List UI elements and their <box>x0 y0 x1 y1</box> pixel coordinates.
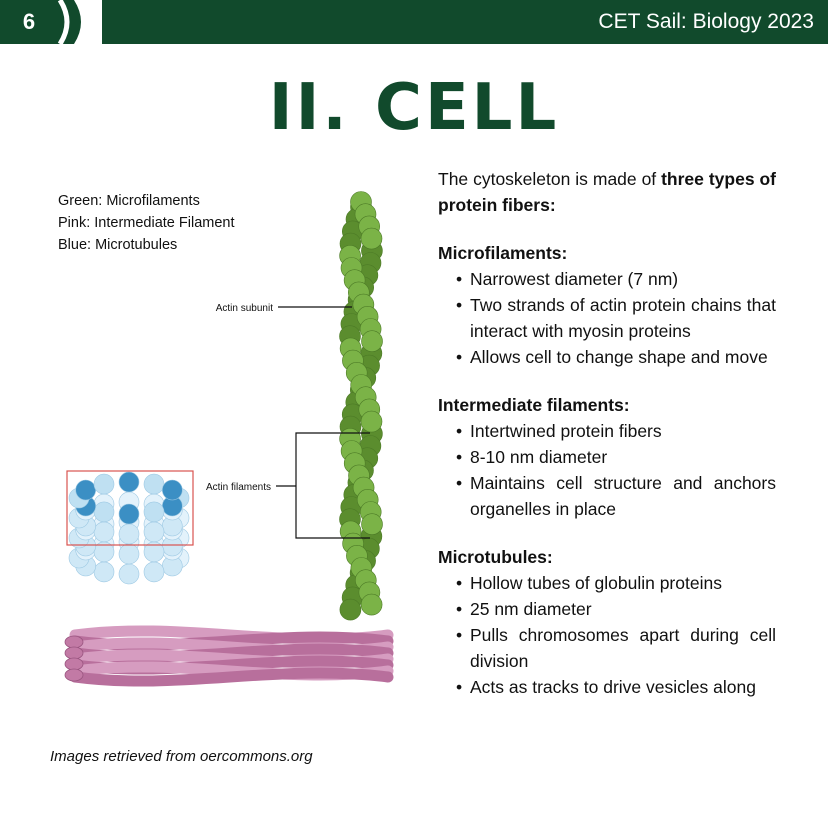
intro-text: The cytoskeleton is made of <box>438 169 662 189</box>
actin-subunit-callout: Actin subunit <box>216 303 352 314</box>
actin-subunit-bead <box>360 227 383 250</box>
list-item: Allows cell to change shape and move <box>438 344 776 370</box>
fiber-end-cap <box>64 635 84 649</box>
tubulin-subunit <box>93 561 115 583</box>
header-title: CET Sail: Biology 2023 <box>598 10 814 33</box>
cytoskeleton-diagram: Actin subunit Actin filaments <box>64 191 394 687</box>
bullet-list: Intertwined protein fibers 8-10 nm diame… <box>438 418 776 522</box>
page-number: 6 <box>22 9 36 34</box>
actin-filaments-label: Actin filaments <box>206 482 271 493</box>
tubulin-subunit <box>93 521 115 543</box>
tubulin-subunit <box>75 479 96 501</box>
content-text: The cytoskeleton is made of three types … <box>438 166 776 700</box>
bullet-list: Hollow tubes of globulin proteins 25 nm … <box>438 570 776 700</box>
section-heading: Intermediate filaments: <box>438 395 630 415</box>
tubulin-subunit <box>93 473 115 495</box>
legend-item: Green: Microfilaments <box>58 193 200 209</box>
tubulin-subunit <box>143 501 165 523</box>
actin-subunit-bead <box>361 513 383 536</box>
protein-fiber-strand <box>69 667 394 687</box>
tubulin-subunit <box>93 501 115 523</box>
page-title: II. CELL <box>268 71 560 145</box>
header-bar: 6 CET Sail: Biology 2023 <box>0 0 828 44</box>
tubulin-subunit <box>162 479 183 501</box>
tubulin-subunit <box>143 473 165 495</box>
list-item: 25 nm diameter <box>438 596 776 622</box>
tubulin-subunit <box>143 521 165 543</box>
list-item: Two strands of actin protein chains that… <box>438 292 776 344</box>
bullet-list: Narrowest diameter (7 nm) Two strands of… <box>438 266 776 370</box>
actin-subunit-label: Actin subunit <box>216 303 273 314</box>
section-heading: Microtubules: <box>438 547 553 567</box>
tubulin-subunit <box>118 523 140 545</box>
color-legend: Green: Microfilaments Pink: Intermediate… <box>58 190 235 256</box>
legend-item: Blue: Microtubules <box>58 237 178 253</box>
list-item: Hollow tubes of globulin proteins <box>438 570 776 596</box>
list-item: Pulls chromosomes apart during cell divi… <box>438 622 776 674</box>
actin-subunit-bead <box>339 598 362 621</box>
image-credit: Images retrieved from oercommons.org <box>50 748 313 765</box>
fiber-end-cap <box>64 646 84 660</box>
list-item: Intertwined protein fibers <box>438 418 776 444</box>
list-item: Acts as tracks to drive vesicles along <box>438 674 776 700</box>
tubulin-subunit <box>118 503 140 525</box>
intermediate-filament-illustration <box>64 625 394 687</box>
actin-filament-illustration <box>339 191 383 621</box>
tubulin-subunit <box>118 543 140 565</box>
list-item: 8-10 nm diameter <box>438 444 776 470</box>
list-item: Maintains cell structure and anchors org… <box>438 470 776 522</box>
fiber-end-cap <box>64 668 84 682</box>
microtubule-illustration <box>68 471 190 585</box>
actin-subunit-bead <box>361 330 383 352</box>
fiber-end-cap <box>64 657 84 671</box>
actin-subunit-bead <box>360 593 383 616</box>
header-decoration <box>57 0 102 44</box>
tubulin-subunit <box>118 563 140 585</box>
intro-paragraph: The cytoskeleton is made of three types … <box>438 166 776 218</box>
tubulin-subunit <box>143 561 165 583</box>
tubulin-subunit <box>118 471 140 493</box>
intro-bold: three types of protein fibers: <box>438 169 777 215</box>
section-heading: Microfilaments: <box>438 243 568 263</box>
legend-item: Pink: Intermediate Filament <box>58 215 235 231</box>
actin-filaments-callout: Actin filaments <box>206 432 370 539</box>
microtubule-highlight-box <box>66 470 194 546</box>
list-item: Narrowest diameter (7 nm) <box>438 266 776 292</box>
actin-subunit-bead <box>360 410 383 433</box>
